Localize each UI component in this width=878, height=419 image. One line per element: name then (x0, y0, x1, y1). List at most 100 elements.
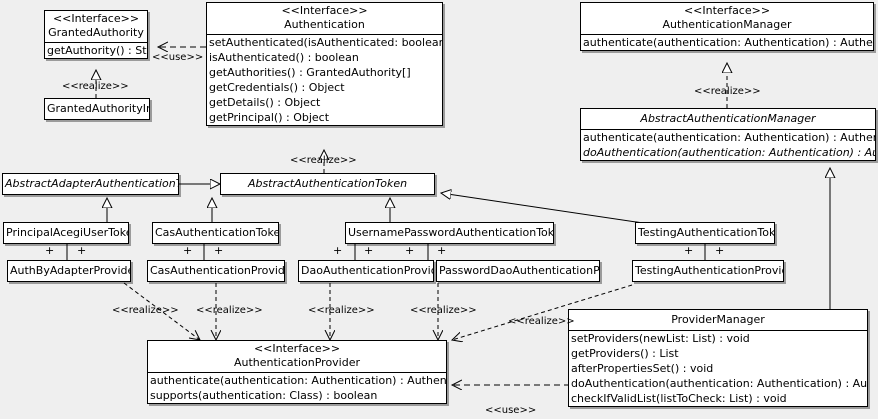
operation: afterPropertiesSet() : void (571, 362, 714, 375)
operation: getAuthority() : String (47, 44, 147, 57)
operations-compartment: authenticate(authentication: Authenticat… (581, 130, 875, 160)
class-authentication-provider[interactable]: <<Interface>> AuthenticationProvider aut… (147, 340, 447, 404)
edge-label-realize-auth-by-adapter: <<realize>> (112, 305, 179, 316)
class-header: TestingAuthenticationProvider (633, 261, 783, 281)
compartment-divider (45, 42, 147, 43)
class-name: AbstractAuthenticationManager (640, 112, 816, 125)
class-name: DaoAuthenticationProvider (301, 264, 433, 277)
class-header: AuthByAdapterProvider (8, 261, 130, 281)
class-testing-authentication-token[interactable]: TestingAuthenticationToken (635, 222, 775, 244)
class-header: AbstractAuthenticationManager (581, 109, 875, 129)
operation: authenticate(authentication: Authenticat… (150, 374, 447, 387)
class-header: PasswordDaoAuthenticationProvider (437, 261, 599, 281)
edge-label-realize-authentication-manager: <<realize>> (694, 86, 761, 97)
class-authentication-manager[interactable]: <<Interface>> AuthenticationManager auth… (580, 2, 874, 51)
class-name: CasAuthenticationProvider (150, 264, 285, 277)
class-abstract-adapter-authentication-token[interactable]: AbstractAdapterAuthenticationToken (2, 173, 179, 195)
class-header: <<Interface>> Authentication (207, 3, 442, 34)
class-name: Authentication (284, 18, 365, 31)
class-header: ProviderManager (569, 310, 867, 330)
class-header: PrincipalAcegiUserToken (4, 223, 128, 243)
assoc-marker-testing-right: + (715, 244, 725, 257)
edge-label-realize-granted-authority-impl: <<realize>> (62, 81, 129, 92)
class-name: GrantedAuthorityImpl (47, 102, 149, 115)
class-header: <<Interface>> AuthenticationManager (581, 3, 873, 34)
class-provider-manager[interactable]: ProviderManager setProviders(newList: Li… (568, 309, 868, 407)
class-name: UsernamePasswordAuthenticationToken (348, 226, 554, 239)
operation: isAuthenticated() : boolean (209, 51, 359, 64)
class-header: CasAuthenticationProvider (148, 261, 284, 281)
class-name: AuthByAdapterProvider (10, 264, 131, 277)
edge-label-realize-dao-provider: <<realize>> (308, 305, 375, 316)
compartment-divider (569, 330, 867, 331)
class-name: ProviderManager (671, 313, 765, 326)
class-header: GrantedAuthorityImpl (45, 99, 149, 119)
operation: supports(authentication: Class) : boolea… (150, 389, 378, 402)
class-testing-authentication-provider[interactable]: TestingAuthenticationProvider (632, 260, 784, 282)
operation: authenticate(authentication: Authenticat… (583, 36, 873, 49)
class-name: TestingAuthenticationProvider (635, 264, 784, 277)
class-abstract-authentication-token[interactable]: AbstractAuthenticationToken (220, 173, 435, 195)
operation: getPrincipal() : Object (209, 111, 330, 124)
edge-label-realize-abstract-authentication-token: <<realize>> (290, 155, 357, 166)
class-name: AbstractAdapterAuthenticationToken (5, 177, 178, 190)
assoc-marker-username-4: + (437, 244, 447, 257)
operations-compartment: setProviders(newList: List) : void getPr… (569, 331, 867, 406)
class-name: GrantedAuthority (48, 26, 144, 39)
class-header: <<Interface>> GrantedAuthority (45, 11, 147, 42)
class-authentication[interactable]: <<Interface>> Authentication setAuthenti… (206, 2, 443, 126)
assoc-marker-username-3: + (405, 244, 415, 257)
class-name: AuthenticationProvider (233, 356, 361, 369)
edge-label-realize-testing-provider: <<realize>> (508, 316, 575, 327)
operation-abstract: doAuthentication(authentication: Authent… (583, 146, 875, 159)
assoc-marker-cas-left: + (183, 244, 193, 257)
operation: setProviders(newList: List) : void (571, 332, 750, 345)
class-name: PasswordDaoAuthenticationProvider (439, 264, 600, 277)
class-header: AbstractAuthenticationToken (221, 174, 434, 194)
operation: setAuthenticated(isAuthenticated: boolea… (209, 36, 442, 49)
class-name: TestingAuthenticationToken (638, 226, 775, 239)
assoc-marker-testing-left: + (684, 244, 694, 257)
edge-label-use-granted-authority: <<use>> (152, 52, 204, 63)
stereotype-label: <<Interface>> (281, 4, 368, 17)
class-name: AuthenticationManager (662, 18, 792, 31)
operations-compartment: getAuthority() : String (45, 43, 147, 58)
operation: getDetails() : Object (209, 96, 321, 109)
class-abstract-authentication-manager[interactable]: AbstractAuthenticationManager authentica… (580, 108, 876, 161)
class-header: TestingAuthenticationToken (636, 223, 774, 243)
class-dao-authentication-provider[interactable]: DaoAuthenticationProvider (298, 260, 434, 282)
class-header: AbstractAdapterAuthenticationToken (3, 174, 178, 194)
class-header: <<Interface>> AuthenticationProvider (148, 341, 446, 372)
class-cas-authentication-provider[interactable]: CasAuthenticationProvider (147, 260, 285, 282)
class-password-dao-authentication-provider[interactable]: PasswordDaoAuthenticationProvider (436, 260, 600, 282)
operation: authenticate(authentication: Authenticat… (583, 131, 875, 144)
class-principal-acegi-user-token[interactable]: PrincipalAcegiUserToken (3, 222, 129, 244)
edge-label-realize-cas-provider: <<realize>> (196, 305, 263, 316)
compartment-divider (581, 34, 873, 35)
assoc-marker-username-2: + (364, 244, 374, 257)
assoc-marker-username-1: + (333, 244, 343, 257)
operations-compartment: authenticate(authentication: Authenticat… (148, 373, 446, 403)
class-header: CasAuthenticationToken (153, 223, 278, 243)
compartment-divider (207, 34, 442, 35)
operation: getCredentials() : Object (209, 81, 345, 94)
operation: getAuthorities() : GrantedAuthority[] (209, 66, 411, 79)
class-name: AbstractAuthenticationToken (247, 177, 408, 190)
stereotype-label: <<Interface>> (253, 342, 341, 355)
class-auth-by-adapter-provider[interactable]: AuthByAdapterProvider (7, 260, 131, 282)
class-cas-authentication-token[interactable]: CasAuthenticationToken (152, 222, 279, 244)
stereotype-label: <<Interface>> (683, 4, 771, 17)
class-name: CasAuthenticationToken (155, 226, 279, 239)
class-header: DaoAuthenticationProvider (299, 261, 433, 281)
edge-label-use-provider-manager: <<use>> (485, 405, 537, 416)
class-header: UsernamePasswordAuthenticationToken (346, 223, 553, 243)
compartment-divider (148, 372, 446, 373)
assoc-marker-cas-right: + (214, 244, 224, 257)
class-granted-authority[interactable]: <<Interface>> GrantedAuthority getAuthor… (44, 10, 148, 59)
assoc-marker-principal-left: + (45, 244, 55, 257)
class-granted-authority-impl[interactable]: GrantedAuthorityImpl (44, 98, 150, 120)
operation: getProviders() : List (571, 347, 679, 360)
stereotype-label: <<Interface>> (52, 12, 140, 25)
class-username-password-authentication-token[interactable]: UsernamePasswordAuthenticationToken (345, 222, 554, 244)
